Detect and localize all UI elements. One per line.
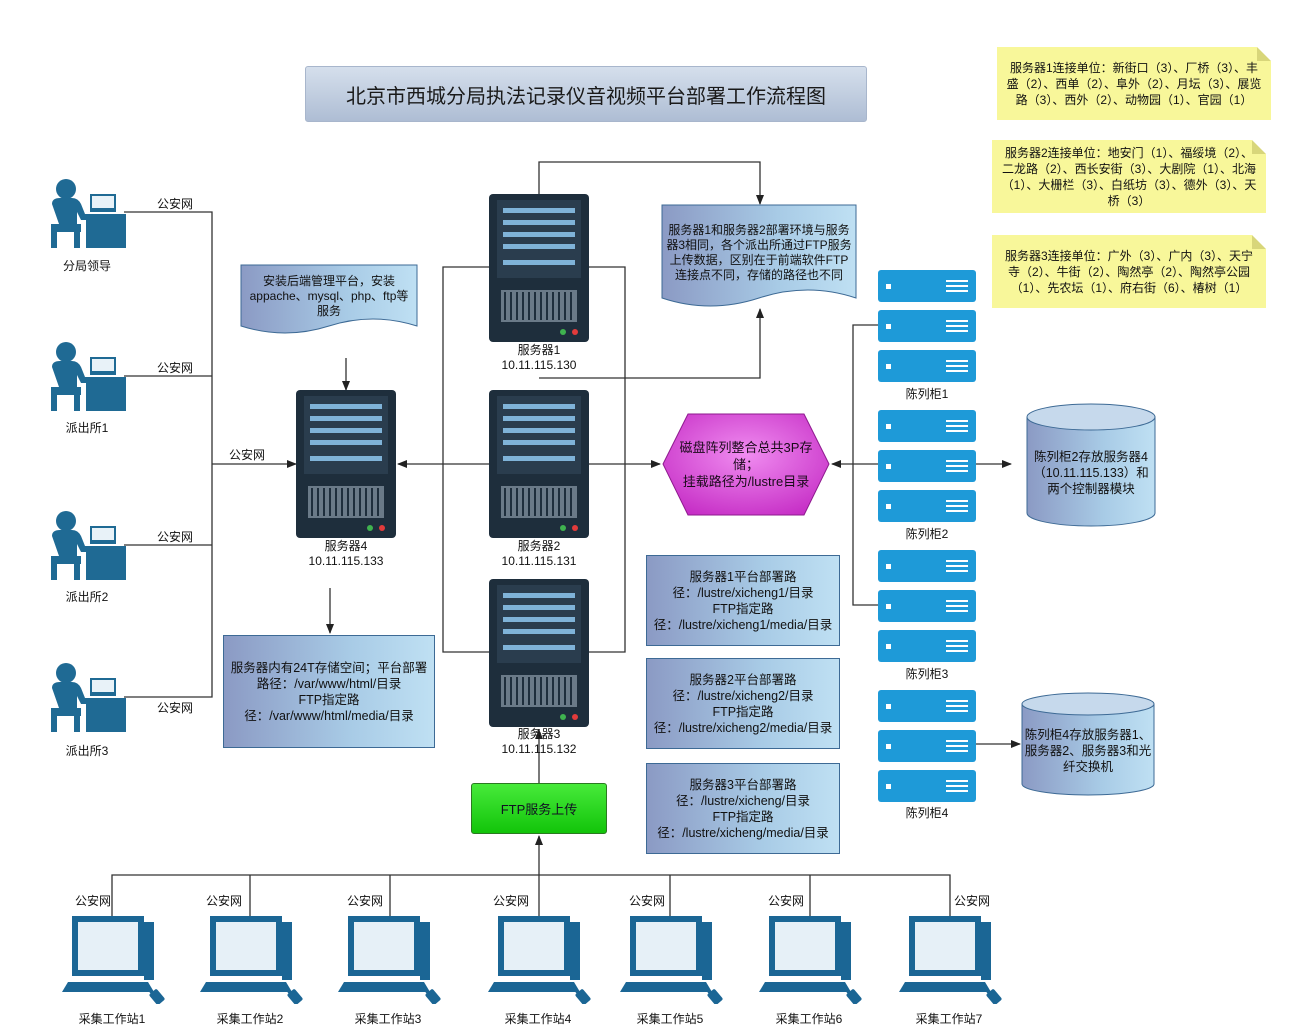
disk-array-text: 磁盘阵列整合总共3P存储； 挂载路径为/lustre目录 xyxy=(679,440,813,489)
person-at-computer-icon xyxy=(51,342,126,411)
client-label: 派出所1 xyxy=(65,421,109,435)
network-label: 公安网 xyxy=(953,894,990,908)
server-name: 服务器4 xyxy=(324,539,368,553)
sticky-note-server2-units: 服务器2连接单位：地安门（1）、福绥境（2）、二龙路（2）、西长安街（3）、大剧… xyxy=(992,140,1266,213)
computer-icon xyxy=(488,916,591,1004)
workstation-label: 采集工作站5 xyxy=(636,1012,704,1026)
env-note-shape xyxy=(661,204,857,307)
network-label: 公安网 xyxy=(74,894,111,908)
ftp-upload-box: FTP服务上传 xyxy=(471,783,607,834)
workstation-label: 采集工作站6 xyxy=(775,1012,843,1026)
diagram-title: 北京市西城分局执法记录仪音视频平台部署工作流程图 xyxy=(305,66,867,122)
server-ip: 10.11.115.133 xyxy=(308,554,384,568)
person-at-computer-icon xyxy=(51,663,126,732)
server-ip: 10.11.115.132 xyxy=(501,742,577,756)
server-name: 服务器2 xyxy=(517,539,561,553)
network-label: 公安网 xyxy=(156,530,193,544)
server-icon xyxy=(489,194,589,342)
server-ip: 10.11.115.130 xyxy=(501,358,577,372)
sticky-note-server1-units: 服务器1连接单位：新街口（3）、厂桥（3）、丰盛（2）、西单（2）、阜外（2）、… xyxy=(997,47,1271,120)
server2-path-note: 服务器2平台部署路径：/lustre/xicheng2/目录 FTP指定路径：/… xyxy=(646,658,840,749)
network-label: 公安网 xyxy=(205,894,242,908)
network-label: 公安网 xyxy=(346,894,383,908)
workstation-label: 采集工作站2 xyxy=(216,1012,284,1026)
cabinet2-contents: 陈列柜2存放服务器4（10.11.115.133）和两个控制器模块 xyxy=(1033,450,1149,496)
server1-path-note: 服务器1平台部署路径：/lustre/xicheng1/目录 FTP指定路径：/… xyxy=(646,555,840,646)
rack-icon xyxy=(878,690,976,802)
server-ip: 10.11.115.131 xyxy=(501,554,577,568)
rack-label: 陈列柜2 xyxy=(905,527,949,541)
computer-icon xyxy=(759,916,862,1004)
workstation-label: 采集工作站4 xyxy=(504,1012,572,1026)
network-label: 公安网 xyxy=(628,894,665,908)
rack-icon xyxy=(878,410,976,522)
server-name: 服务器1 xyxy=(517,343,561,357)
rack-label: 陈列柜1 xyxy=(905,387,949,401)
workstation-label: 采集工作站7 xyxy=(915,1012,983,1026)
server-icon xyxy=(296,390,396,538)
rack-icon xyxy=(878,270,976,382)
rack-icon xyxy=(878,550,976,662)
computer-icon xyxy=(62,916,165,1004)
install-note-shape xyxy=(240,264,418,334)
person-at-computer-icon xyxy=(51,179,126,248)
computer-icon xyxy=(200,916,303,1004)
computer-icon xyxy=(338,916,441,1004)
server-icon xyxy=(489,579,589,727)
network-label: 公安网 xyxy=(767,894,804,908)
network-label: 公安网 xyxy=(492,894,529,908)
disk-array-hexagon: 磁盘阵列整合总共3P存储； 挂载路径为/lustre目录 xyxy=(662,413,830,516)
network-label: 公安网 xyxy=(156,361,193,375)
computer-icon xyxy=(899,916,1002,1004)
hexagon-shape xyxy=(662,413,830,516)
server4-storage-note: 服务器内有24T存储空间；平台部署路径：/var/www/html/目录 FTP… xyxy=(223,635,435,748)
install-note: 安装后端管理平台，安装appache、mysql、php、ftp等服务 xyxy=(249,273,409,318)
sticky-note-server3-units: 服务器3连接单位：广外（3）、广内（3）、天宁寺（2）、牛街（2）、陶然亭（2）… xyxy=(992,235,1266,308)
client-label: 派出所3 xyxy=(65,744,109,758)
cylinder-shape xyxy=(1026,403,1156,527)
client-label: 派出所2 xyxy=(65,590,109,604)
workstation-label: 采集工作站3 xyxy=(354,1012,422,1026)
network-label: 公安网 xyxy=(156,701,193,715)
server-name: 服务器3 xyxy=(517,727,561,741)
cylinder-shape xyxy=(1021,692,1155,796)
person-at-computer-icon xyxy=(51,511,126,580)
client-label: 分局领导 xyxy=(62,259,111,273)
env-note: 服务器1和服务器2部署环境与服务器3相同，各个派出所通过FTP服务上传数据，区别… xyxy=(666,223,852,282)
workstation-label: 采集工作站1 xyxy=(78,1012,146,1026)
server-icon xyxy=(489,390,589,538)
computer-icon xyxy=(620,916,723,1004)
server3-path-note: 服务器3平台部署路径：/lustre/xicheng/目录 FTP指定路径：/l… xyxy=(646,763,840,854)
network-label: 公安网 xyxy=(228,448,265,462)
cabinet4-contents: 陈列柜4存放服务器1、服务器2、服务器3和光纤交换机 xyxy=(1024,728,1152,774)
rack-label: 陈列柜4 xyxy=(905,806,949,820)
rack-label: 陈列柜3 xyxy=(905,667,949,681)
network-label: 公安网 xyxy=(156,197,193,211)
